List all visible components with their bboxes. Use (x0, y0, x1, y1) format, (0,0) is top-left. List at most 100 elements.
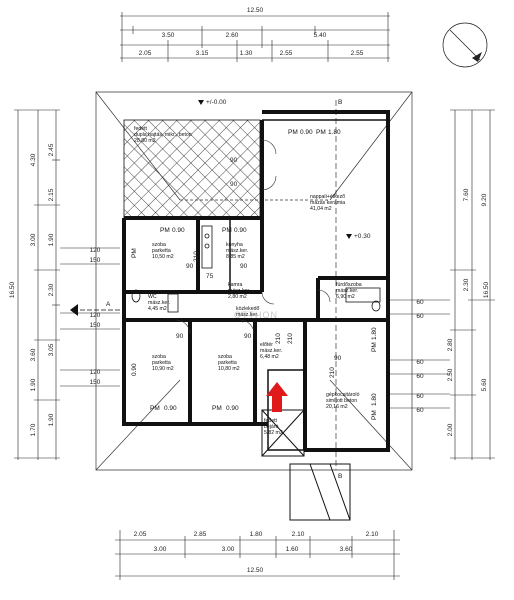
room-room1: szoba parketta 10,50 m2 (152, 242, 174, 260)
bottom-dim-2: 2.85 (194, 531, 207, 538)
opening-label: PM (222, 227, 232, 234)
bottom-dimensions (115, 530, 400, 580)
right-dim-2: 5.60 (481, 378, 488, 391)
room-porch-line3: 5,82 m2 (264, 430, 283, 436)
top-dim-5: 3.15 (196, 50, 209, 57)
right-small-6: 60 (416, 407, 424, 414)
right-inner-1: 7.60 (463, 188, 470, 201)
section-marker-b: B B (335, 99, 342, 480)
room-wc-line3: 4,45 m2 (148, 306, 167, 312)
room-wc-line2: mász.ker. (148, 300, 170, 306)
level-marker-entrance: +/-0.00 (198, 99, 227, 106)
top-dim-2: 2.60 (226, 32, 239, 39)
entry-porch (261, 409, 351, 521)
opening-label: PM (150, 405, 160, 412)
room-garage: gépkocsitároló simított beton 20,16 m2 (326, 392, 360, 410)
room-pantry: kamra mász.ker. 2,80 m2 (228, 282, 250, 300)
door-width: 90 (186, 263, 194, 270)
left-small-5: 120 (90, 369, 101, 376)
top-dim-3: 5.40 (314, 32, 327, 39)
room-living: nappali+étkező mázas kerámia 41,04 m2 (310, 194, 345, 212)
opening-label: 1.80 (328, 129, 341, 136)
top-dim-1: 3.50 (162, 32, 175, 39)
kitchen-counter (201, 225, 213, 269)
left-inner-6: 1.90 (48, 413, 55, 426)
opening-label: 1.80 (371, 393, 378, 406)
room-bath-line1: fürdőszoba (336, 282, 362, 288)
room-wc-line1: WC (148, 294, 157, 300)
left-dimensions (14, 109, 120, 460)
opening-label: PM (288, 129, 298, 136)
terrace-hatch (123, 119, 261, 219)
right-small-5: 60 (416, 393, 424, 400)
right-inner-5: 2.00 (447, 423, 454, 436)
opening-label: PM (371, 410, 378, 420)
bottom-dim-1: 2.05 (134, 531, 147, 538)
bottom-dim-7: 3.00 (222, 546, 235, 553)
room-terrace: fedett dupla hajtás, mikr., beton 28.80 … (134, 126, 192, 144)
bottom-dim-6: 3.00 (154, 546, 167, 553)
room-garage-line3: 20,16 m2 (326, 404, 348, 410)
room-room2: szoba parketta 10,90 m2 (152, 354, 174, 372)
fixtures (131, 287, 381, 313)
room-room3-line2: parketta (218, 360, 237, 366)
room-pantry-line1: kamra (228, 282, 243, 288)
left-small-3: 120 (90, 312, 101, 319)
door-width: 210 (329, 367, 336, 378)
room-living-line1: nappali+étkező (310, 194, 345, 200)
door-width: 90 (334, 355, 342, 362)
right-inner-4: 2.50 (447, 368, 454, 381)
opening-label: 0.90 (172, 227, 185, 234)
level-entrance-label: +/-0.00 (206, 99, 227, 106)
room-bath-line2: mász.ker. (336, 288, 358, 294)
room-kitchen-line2: mász.ker. (226, 248, 248, 254)
right-small-1: 60 (416, 299, 424, 306)
level-marker-living: +0.30 (346, 233, 371, 240)
opening-label: PM (212, 405, 222, 412)
north-arrow-icon (442, 22, 488, 68)
room-bath-line3: 6,90 m2 (336, 294, 355, 300)
bottom-dim-9: 3.60 (340, 546, 353, 553)
room-room2-line2: parketta (152, 360, 171, 366)
left-small-2: 150 (90, 257, 101, 264)
room-pantry-line3: 2,80 m2 (228, 294, 247, 300)
left-total-dim: 16.50 (9, 281, 16, 298)
room-pantry-line2: mász.ker. (228, 288, 250, 294)
left-inner-3: 1.90 (48, 233, 55, 246)
opening-label: 1.80 (371, 327, 378, 340)
section-marker-a: A (70, 301, 124, 316)
level-living-label: +0.30 (354, 233, 371, 240)
door-width: 90 (244, 333, 252, 340)
door-width: 90 (240, 263, 248, 270)
top-dim-6: 1.30 (240, 50, 253, 57)
opening-label: PM (316, 129, 326, 136)
opening-label: 0.90 (300, 129, 313, 136)
opening-label: 0.90 (131, 363, 138, 376)
right-inner-2: 2.30 (463, 278, 470, 291)
room-room3: szoba parketta 10,80 m2 (218, 354, 240, 372)
room-entry: előtér mász.ker. 6,48 m2 (260, 342, 282, 360)
opening-label: 0.90 (164, 405, 177, 412)
room-hall-line3: 12,11 m2 (236, 318, 257, 324)
left-dim-5: 1.70 (30, 423, 37, 436)
top-total-dim: 12.50 (247, 7, 264, 14)
door-width: 75 (206, 273, 214, 280)
opening-label: 0.90 (226, 405, 239, 412)
opening-label: 0.90 (234, 227, 247, 234)
left-small-6: 150 (90, 379, 101, 386)
door-width: 210 (193, 251, 200, 262)
section-b-label-top: B (338, 99, 342, 106)
room-bath: fürdőszoba mász.ker. 6,90 m2 (336, 282, 362, 300)
right-inner-3: 2.80 (447, 338, 454, 351)
left-dim-4: 1.90 (30, 378, 37, 391)
room-room1-line2: parketta (152, 248, 171, 254)
walls (122, 110, 390, 452)
door-swings (175, 139, 331, 335)
watermark-text: OTTHON (234, 310, 278, 320)
room-hall-line1: közlekedő (236, 306, 259, 312)
room-room2-line3: 10,90 m2 (152, 366, 174, 372)
left-small-1: 120 (90, 247, 101, 254)
room-terrace-line3: 28.80 m2 (134, 138, 156, 144)
door-width-labels: 90 90 90 90 90 90 90 75 210 210 210 210 (176, 157, 342, 378)
